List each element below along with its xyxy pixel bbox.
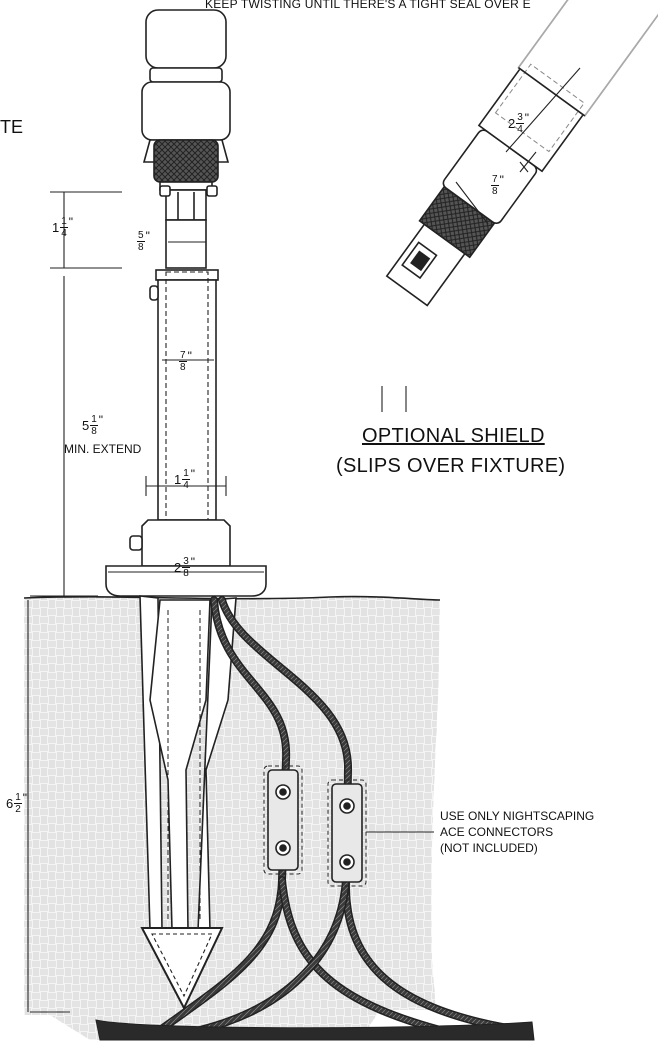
cropped-heading-text: TE [0,117,24,137]
fixture-head [141,9,231,269]
extension-tube [149,269,219,557]
ground-stake [139,595,237,1011]
twist-instruction-text: KEEP TWISTING UNTIL THERE'S A TIGHT SEAL… [205,0,531,11]
connector-right [327,779,434,887]
connector-left [263,765,303,875]
connector-note-line-2: ACE CONNECTORS [440,825,554,839]
stake-base [105,519,267,597]
optional-shield-drawing [385,0,658,307]
optional-shield-title: OPTIONAL SHIELD [362,425,545,447]
optional-shield-subtitle: (SLIPS OVER FIXTURE) [336,455,566,477]
dimension-lines [27,67,581,1013]
connector-note-line-1: USE ONLY NIGHTSCAPING [440,809,595,823]
connector-note-line-3: (NOT INCLUDED) [440,841,538,855]
min-extend-label: MIN. EXTEND [64,442,142,456]
